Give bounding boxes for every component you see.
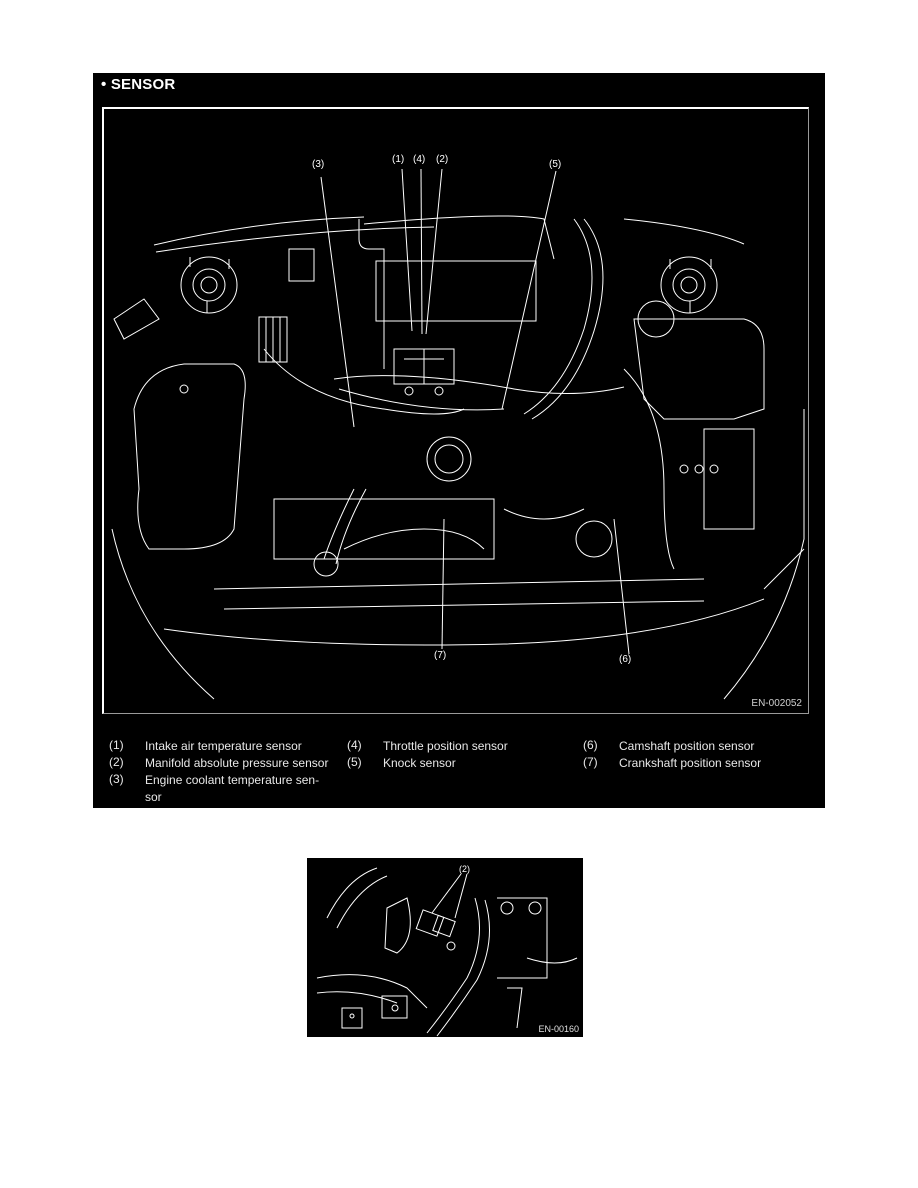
engine-bay-diagram: (3) (1) (4) (2) (5) (7) (6) EN-002052 [102, 107, 809, 714]
callout-2: (2) [436, 154, 449, 165]
callout-3: (3) [312, 159, 325, 170]
legend-item-6: (6) Camshaft position sensor [583, 738, 809, 755]
legend-number: (1) [109, 738, 124, 752]
callout-1: (1) [392, 154, 405, 165]
sub-callout-2: (2) [459, 864, 470, 874]
legend-text: Intake air temperature sensor [145, 739, 302, 753]
legend-text: Camshaft position sensor [619, 739, 755, 753]
legend-text: Knock sensor [383, 756, 456, 770]
callout-4: (4) [413, 154, 426, 165]
legend-number: (7) [583, 755, 598, 769]
legend-number: (6) [583, 738, 598, 752]
legend-number: (5) [347, 755, 362, 769]
legend-number: (2) [109, 755, 124, 769]
legend-text: Throttle position sensor [383, 739, 508, 753]
legend-item-5: (5) Knock sensor [347, 755, 573, 772]
legend-number: (4) [347, 738, 362, 752]
legend-item-1: (1) Intake air temperature sensor [109, 738, 335, 755]
callout-5: (5) [549, 159, 562, 170]
sensor-figure-panel: • SENSOR [93, 73, 825, 808]
map-sensor-detail-figure: (2) EN-00160 [307, 858, 583, 1037]
legend-item-7: (7) Crankshaft position sensor [583, 755, 809, 772]
legend-number: (3) [109, 772, 124, 786]
legend-item-4: (4) Throttle position sensor [347, 738, 573, 755]
legend-item-3: (3) Engine coolant temperature sen-sor [109, 772, 325, 806]
legend-item-2: (2) Manifold absolute pressure sensor [109, 755, 335, 772]
legend-text: Manifold absolute pressure sensor [145, 756, 329, 770]
sub-figure-code: EN-00160 [538, 1024, 579, 1034]
callout-6: (6) [619, 654, 632, 665]
section-title: • SENSOR [101, 76, 176, 93]
engine-bay-line-art [111, 168, 805, 700]
figure-code: EN-002052 [751, 698, 802, 709]
callout-7: (7) [434, 650, 447, 661]
map-sensor-line-art [316, 867, 578, 1037]
legend-text: Engine coolant temperature sen-sor [145, 773, 320, 804]
legend-text: Crankshaft position sensor [619, 756, 762, 770]
